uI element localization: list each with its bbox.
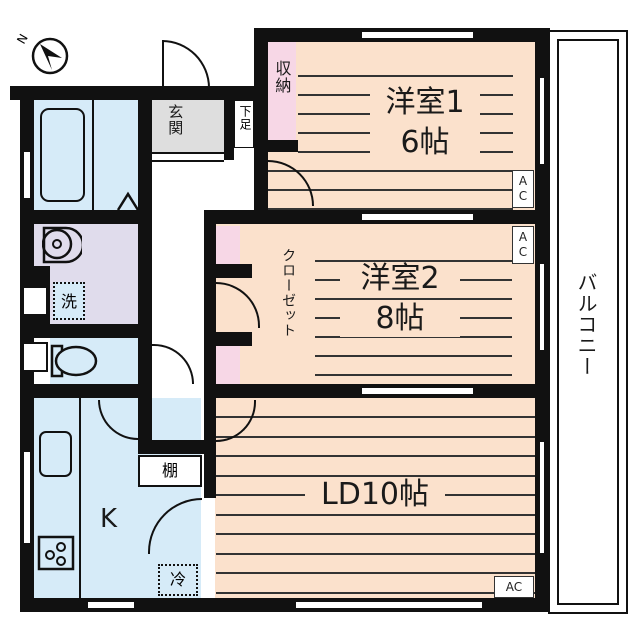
balcony[interactable]: バルコニー bbox=[548, 30, 628, 614]
window-ld-right[interactable] bbox=[538, 440, 546, 555]
window-toilet[interactable] bbox=[22, 342, 48, 372]
floor-stripe bbox=[216, 435, 535, 438]
toilet-icon bbox=[50, 344, 98, 378]
kitchen-sink bbox=[39, 431, 72, 477]
floor-stripe bbox=[216, 416, 535, 418]
western-room-1[interactable] bbox=[266, 40, 536, 210]
floor-stripe bbox=[315, 298, 512, 300]
balcony-label: バルコニー bbox=[574, 272, 598, 377]
bath-divider bbox=[92, 100, 94, 210]
window-w2-top[interactable] bbox=[360, 212, 475, 222]
ac-unit-ld: AC bbox=[494, 576, 534, 598]
floor-stripe bbox=[315, 355, 512, 357]
closet-bottom[interactable] bbox=[216, 346, 240, 384]
floor-stripe bbox=[315, 374, 512, 376]
western-room-1-name: 洋室1 bbox=[370, 85, 480, 121]
western-room-2-name: 洋室2 bbox=[340, 261, 460, 297]
floor-stripe bbox=[315, 336, 512, 338]
floor-stripe bbox=[268, 208, 513, 210]
ld-label: LD10帖 bbox=[305, 477, 445, 513]
floor-stripe bbox=[298, 75, 513, 77]
compass: N bbox=[14, 30, 70, 76]
window-k-bottom[interactable] bbox=[86, 600, 136, 610]
ac-unit-w2: AC bbox=[512, 226, 534, 264]
fridge-space: 冷 bbox=[158, 564, 198, 596]
shoe-box[interactable]: 下足 bbox=[234, 100, 254, 148]
washing-machine-space: 洗 bbox=[53, 282, 85, 320]
floor-stripe bbox=[216, 552, 535, 555]
window-w1-right[interactable] bbox=[538, 76, 546, 166]
window-bath[interactable] bbox=[22, 150, 32, 200]
kitchen-label: K bbox=[100, 504, 118, 534]
floor-stripe bbox=[216, 572, 535, 574]
floor-stripe bbox=[216, 591, 535, 594]
floor-stripe bbox=[216, 474, 535, 477]
western-room-1-size: 6帖 bbox=[370, 125, 480, 161]
shelf: 棚 bbox=[138, 455, 202, 487]
window-k-left[interactable] bbox=[22, 450, 32, 545]
compass-arrow-icon bbox=[31, 37, 69, 75]
bathtub bbox=[40, 108, 85, 202]
storage-1[interactable] bbox=[268, 42, 296, 142]
entrance-label: 玄関 bbox=[166, 104, 185, 136]
floor-stripe bbox=[268, 189, 513, 191]
floor-stripe bbox=[268, 170, 513, 172]
ac-unit-w1: AC bbox=[512, 170, 534, 208]
wash-basin-icon bbox=[42, 226, 82, 264]
stove-icon bbox=[37, 535, 75, 571]
window-wash[interactable] bbox=[22, 286, 48, 316]
closet-top[interactable] bbox=[216, 226, 240, 264]
bath-door-icon bbox=[116, 191, 140, 211]
window-w1-top[interactable] bbox=[360, 30, 475, 40]
front-door[interactable] bbox=[162, 40, 210, 88]
floor-stripe bbox=[315, 260, 512, 262]
window-w2-right[interactable] bbox=[538, 262, 546, 352]
floor-stripe bbox=[216, 513, 535, 516]
closet-label: クローゼット bbox=[280, 248, 297, 338]
western-room-2-size: 8帖 bbox=[340, 301, 460, 337]
floor-stripe bbox=[216, 533, 535, 535]
window-ld-top[interactable] bbox=[360, 386, 475, 396]
storage-1-label: 収納 bbox=[272, 60, 292, 94]
window-ld-bottom[interactable] bbox=[294, 600, 484, 610]
entrance[interactable] bbox=[152, 100, 224, 152]
floor-stripe bbox=[216, 455, 535, 457]
